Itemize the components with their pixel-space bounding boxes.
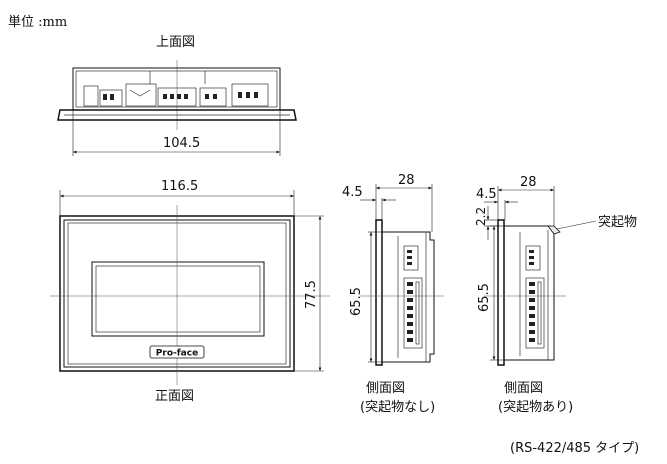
side2-title: 側面図 [504,381,543,396]
side2-depth-dimension: 28 [520,175,537,190]
front-height-dimension: 77.5 [304,280,319,309]
footer-note: (RS-422/485 タイプ) [510,441,639,456]
side-view-no-projection: 4.5 28 65.5 側面図 (突起物なし) [342,173,444,415]
projection-callout: 突起物 [598,214,637,230]
side2-top-dimension: 2.2 [474,207,488,226]
front-display [95,265,261,333]
side1-offset-dimension: 4.5 [342,185,363,200]
side1-connector-upper [403,245,419,271]
side1-bezel [375,219,383,366]
side1-depth-dimension: 28 [398,173,415,188]
side2-projection [547,225,561,235]
top-view: 上面図 [57,35,297,156]
side2-connector-lower [525,277,545,349]
top-view-inner [75,70,278,108]
top-width-dimension: 104.5 [163,136,200,151]
side2-offset-dimension: 4.5 [476,187,497,202]
side2-height-dimension: 65.5 [477,283,492,312]
front-view-title: 正面図 [155,389,194,404]
front-display-frame [91,261,265,337]
logo-badge [149,345,205,359]
side2-connector-upper [525,245,541,271]
unit-label: 単位 :mm [8,14,67,30]
top-view-connectors [83,71,269,107]
front-view: 116.5 Pro-face 77.5 正面図 [50,179,330,404]
projection-callout-leader [556,220,597,230]
side2-bezel [497,219,505,366]
top-view-title: 上面図 [156,35,195,50]
side1-height-dimension: 65.5 [349,287,364,316]
front-logo: Pro-face [156,349,198,359]
side-view-with-projection: 4.5 28 2.2 突起物 [474,175,637,415]
front-width-dimension: 116.5 [161,179,198,194]
top-view-bezel [57,109,297,121]
side1-subtitle: (突起物なし) [360,399,435,415]
side1-body [382,231,435,363]
top-view-body [72,67,281,111]
side2-subtitle: (突起物あり) [498,399,573,415]
side1-title: 側面図 [366,381,405,396]
side1-connector-lower [403,277,423,349]
